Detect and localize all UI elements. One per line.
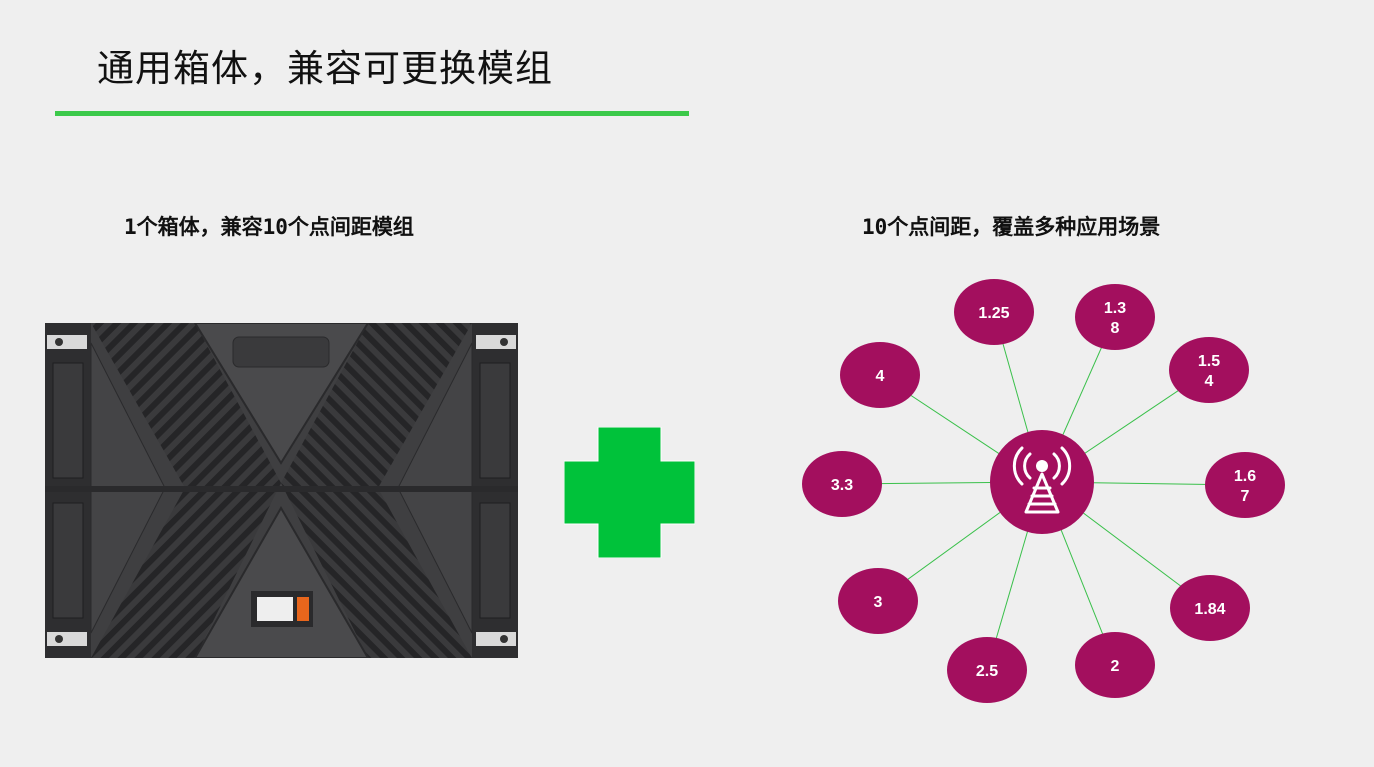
pitch-node-label: 3 [874,594,883,611]
pitch-node-label: 2.5 [976,663,998,680]
plus-icon [564,427,695,558]
signal-tower-icon [1012,446,1072,514]
pitch-node-circle [1075,284,1155,350]
pitch-node-circle [838,568,918,634]
pitch-node-n33: 3.3 [802,451,882,517]
hub-node [990,430,1094,534]
pitch-node-label: 1.25 [978,305,1009,322]
pitch-node-circle [947,637,1027,703]
pitch-node-circle [954,279,1034,345]
pitch-node-n154: 1.54 [1169,337,1249,403]
pitch-node-circle [840,342,920,408]
pitch-node-n138: 1.38 [1075,284,1155,350]
pitch-node-circle [1169,337,1249,403]
cabinet-subtitle: 1个箱体，兼容10个点间距模组 [124,215,414,239]
pitch-node-circle [1075,632,1155,698]
pitch-subtitle: 10个点间距，覆盖多种应用场景 [862,215,1161,239]
pitch-node-n25: 2.5 [947,637,1027,703]
pitch-node-circle [1170,575,1250,641]
pitch-node-label: 2 [1111,658,1120,675]
pitch-node-label: 4 [876,368,885,385]
led-cabinet-image [45,323,518,658]
pitch-node-n2: 2 [1075,632,1155,698]
pitch-node-n4: 4 [840,342,920,408]
pitch-node-label: 1.3 [1104,300,1126,317]
pitch-node-circle [1205,452,1285,518]
pitch-node-label: 8 [1111,320,1120,337]
pitch-node-circle [802,451,882,517]
pitch-node-n184: 1.84 [1170,575,1250,641]
pitch-node-label: 7 [1241,488,1250,505]
pitch-node-n125: 1.25 [954,279,1034,345]
pitch-node-label: 1.84 [1194,601,1225,618]
page-title: 通用箱体，兼容可更换模组 [97,47,553,90]
pitch-node-label: 1.5 [1198,353,1220,370]
pitch-node-label: 3.3 [831,477,853,494]
pitch-node-n167: 1.67 [1205,452,1285,518]
pitch-node-label: 4 [1205,373,1214,390]
pitch-node-n3: 3 [838,568,918,634]
title-underline [55,111,689,116]
pitch-node-label: 1.6 [1234,468,1256,485]
